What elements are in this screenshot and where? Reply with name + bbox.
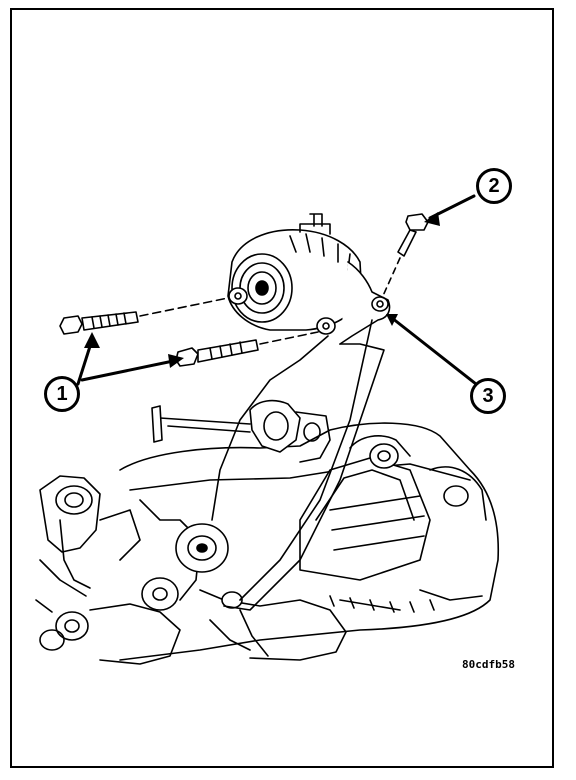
bolt-upper (59, 297, 229, 335)
placement-lines (211, 319, 385, 611)
callout-3: 3 (470, 378, 506, 414)
callout-2: 2 (476, 168, 512, 204)
callout-1: 1 (44, 376, 80, 412)
callout-1-label: 1 (56, 382, 68, 405)
callout-3-label: 3 (482, 384, 494, 407)
diagram-frame (10, 8, 554, 768)
bolt-top (381, 213, 429, 299)
figure-code: 80cdfb58 (462, 658, 515, 671)
engine-block (119, 399, 500, 661)
front-accessories (35, 475, 347, 665)
bolt-lower (175, 331, 319, 367)
callout-2-label: 2 (488, 174, 500, 197)
alternator (227, 213, 391, 345)
